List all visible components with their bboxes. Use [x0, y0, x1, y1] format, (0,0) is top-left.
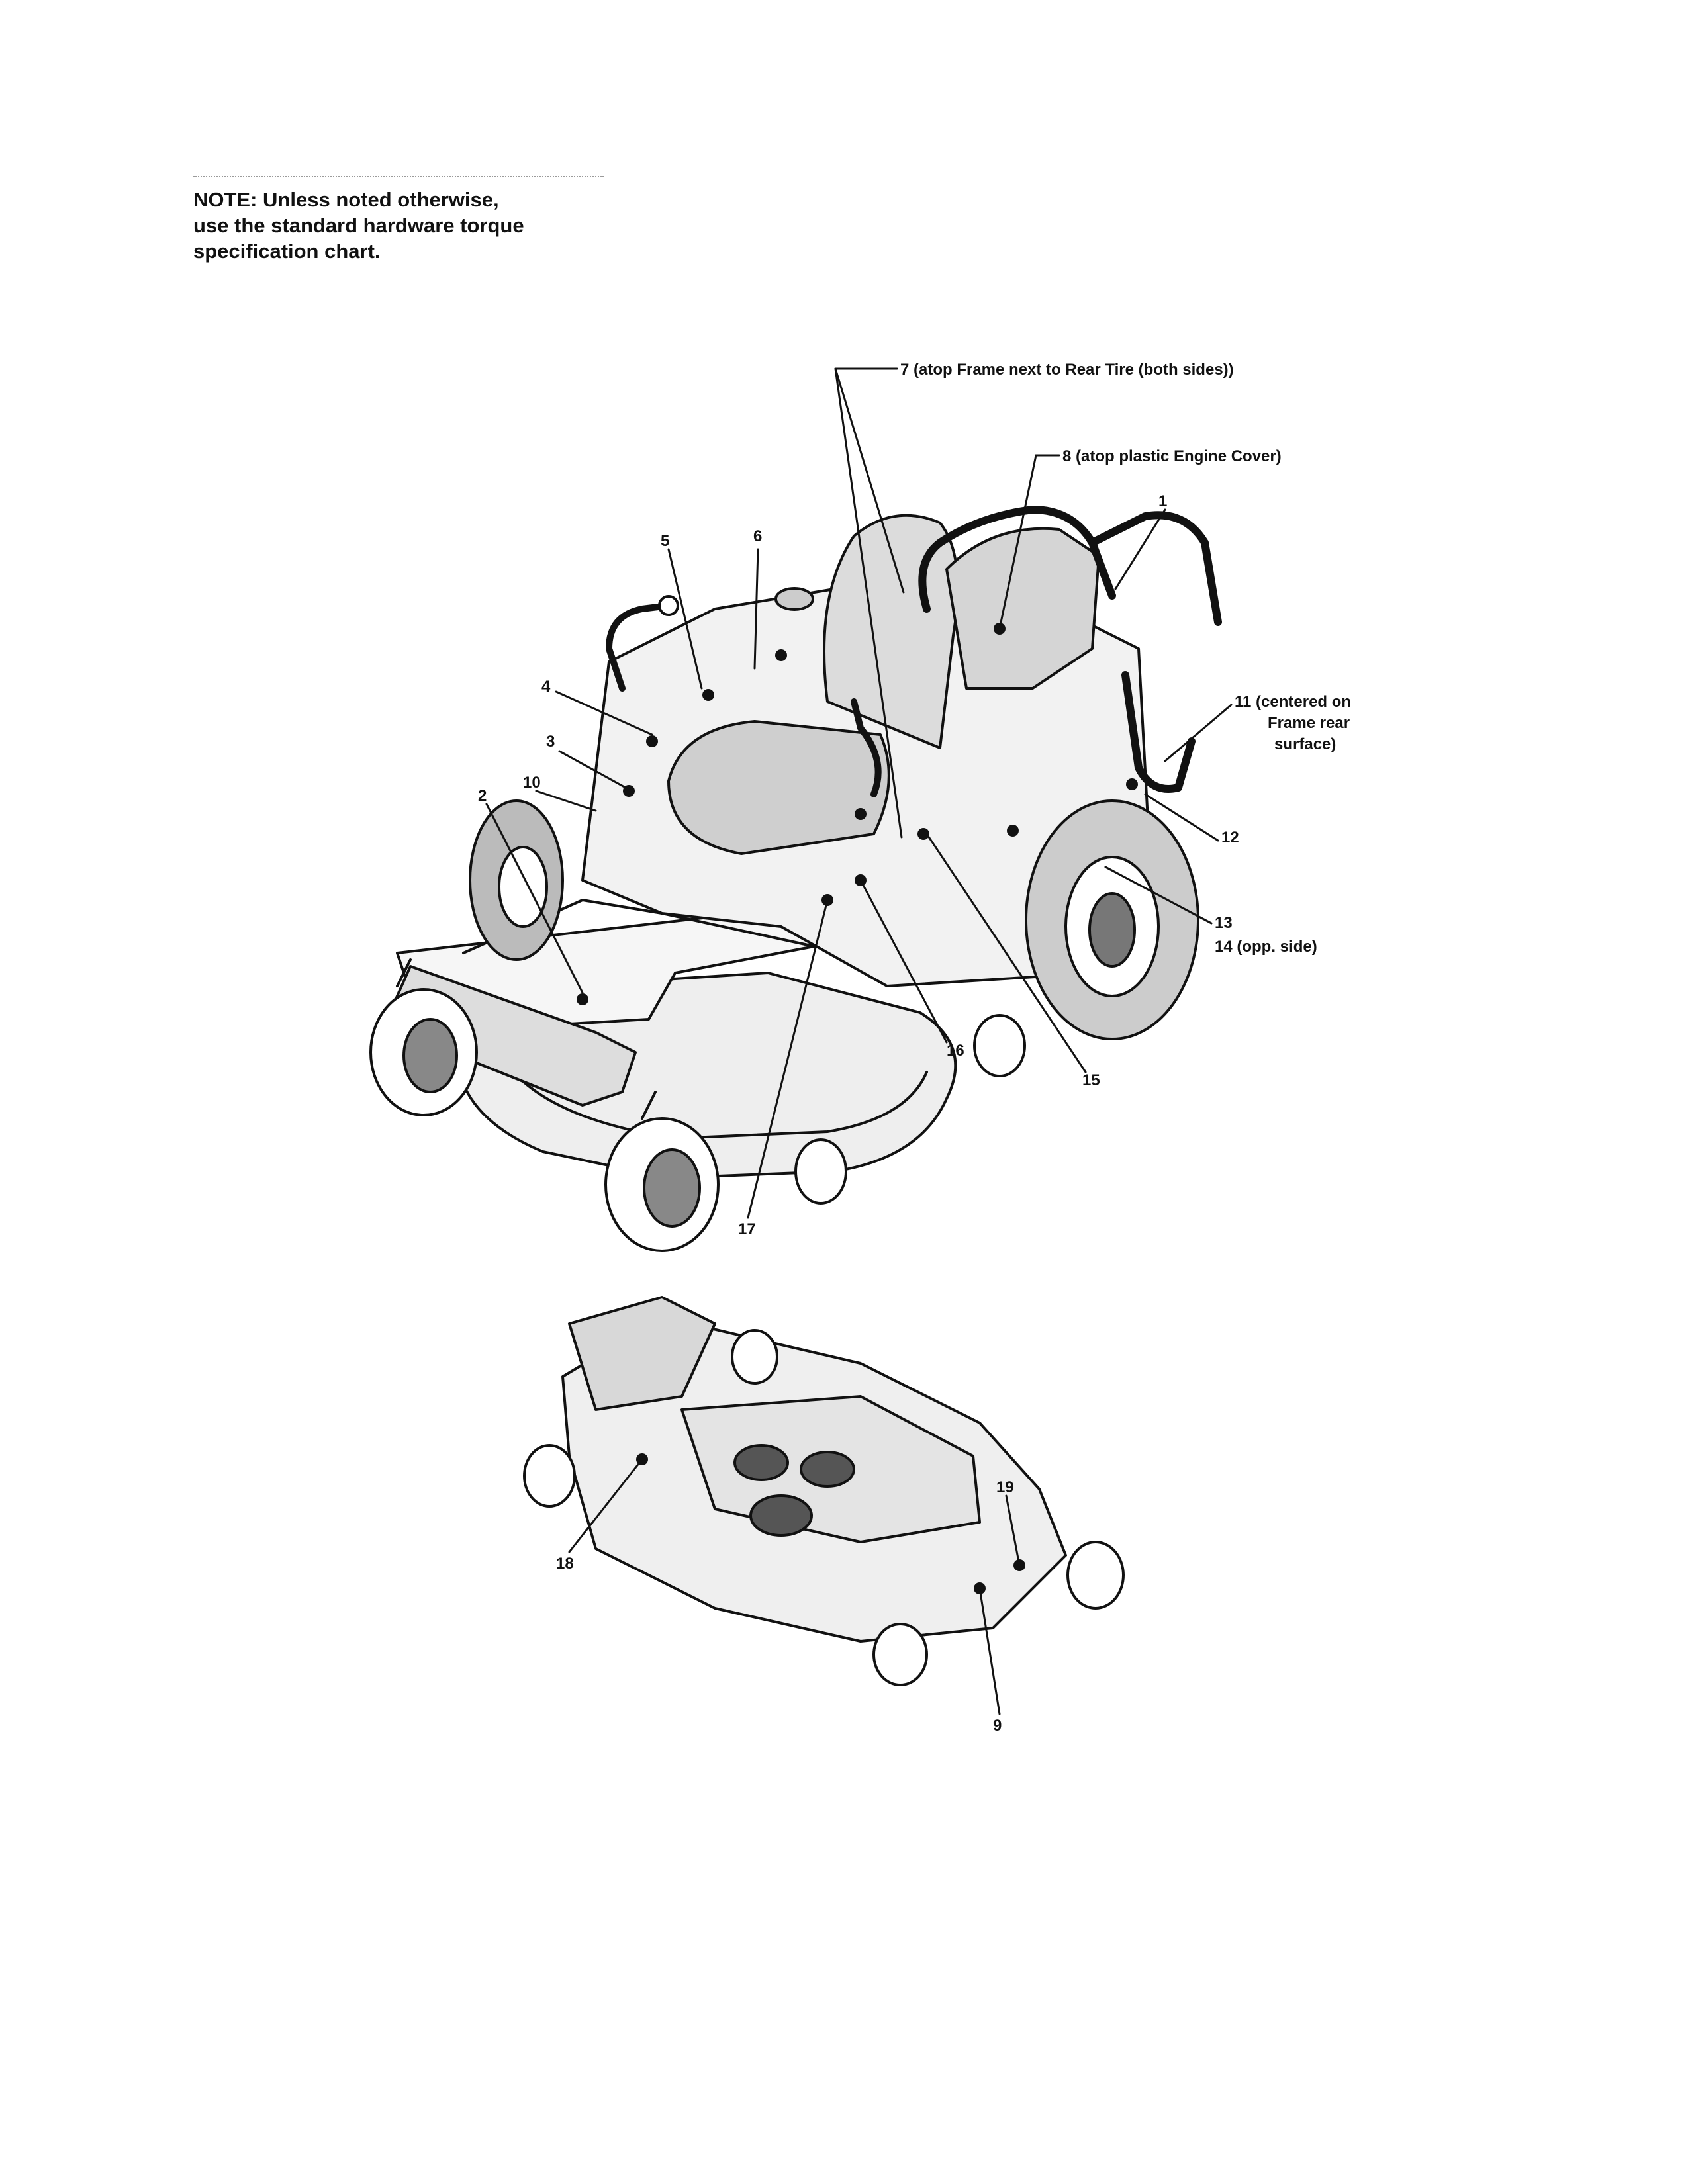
deck-wheel-rear	[731, 1329, 778, 1385]
engine-cover	[945, 527, 1100, 690]
left-control-lever	[606, 602, 672, 692]
callout-16: 16	[947, 1042, 964, 1060]
callout-14: 14 (opp. side)	[1215, 938, 1317, 956]
callout-4: 4	[541, 678, 551, 696]
callout-9: 9	[993, 1717, 1002, 1735]
callout-11-line-2: Frame rear	[1268, 714, 1350, 732]
deck-pulleys	[733, 1444, 855, 1537]
deck-illustration	[523, 1296, 1125, 1715]
callout-13: 13	[1215, 914, 1233, 932]
callout-5: 5	[661, 532, 669, 550]
rear-right-tire	[1025, 799, 1199, 1040]
decal-markers	[577, 623, 1138, 1005]
callout-11-line-3: surface)	[1274, 735, 1336, 753]
rops-rear-bar	[1121, 671, 1196, 793]
front-left-wheel	[369, 958, 478, 1116]
note-line-2: use the standard hardware torque	[193, 214, 524, 237]
deck-wheel-front-left	[872, 1623, 928, 1686]
callout-10: 10	[523, 774, 541, 792]
callout-3: 3	[546, 733, 555, 751]
callout-19: 19	[996, 1479, 1014, 1496]
callout-6: 6	[753, 527, 762, 545]
callout-15: 15	[1082, 1071, 1100, 1089]
callout-2: 2	[478, 787, 487, 805]
deck-wheel-front	[794, 1138, 847, 1205]
callout-1: 1	[1158, 492, 1167, 510]
torque-note: NOTE: Unless noted otherwise, use the st…	[193, 187, 657, 264]
mower-illustration	[369, 367, 1233, 1252]
callout-labels: 7 (atop Frame next to Rear Tire (both si…	[478, 361, 1351, 1735]
note-line-1: NOTE: Unless noted otherwise,	[193, 188, 499, 211]
seat-cushion	[667, 720, 890, 855]
callout-17: 17	[738, 1220, 756, 1238]
deck-discharge-chute	[568, 1296, 716, 1411]
note-rule	[193, 176, 604, 177]
deck-wheel-right	[1066, 1541, 1125, 1610]
rear-left-tire	[469, 799, 564, 961]
callout-7: 7 (atop Frame next to Rear Tire (both si…	[900, 361, 1234, 379]
deck-wheel-right	[973, 1014, 1026, 1077]
right-frame-rail	[661, 912, 816, 948]
front-right-wheel	[604, 1091, 720, 1252]
rops-roll-bar	[918, 506, 1222, 626]
right-control-lever	[851, 698, 882, 797]
callout-11-line-1: 11 (centered on	[1235, 693, 1351, 711]
deck-callout-leaders	[568, 1458, 1021, 1715]
lever-knob	[658, 595, 679, 616]
fuel-cap	[774, 587, 814, 611]
callout-12: 12	[1221, 829, 1239, 846]
callout-18: 18	[556, 1555, 574, 1572]
deck-wheel-left	[523, 1444, 576, 1508]
callout-leaders	[485, 367, 1233, 1219]
note-line-3: specification chart.	[193, 240, 381, 263]
callout-8: 8 (atop plastic Engine Cover)	[1062, 447, 1282, 465]
